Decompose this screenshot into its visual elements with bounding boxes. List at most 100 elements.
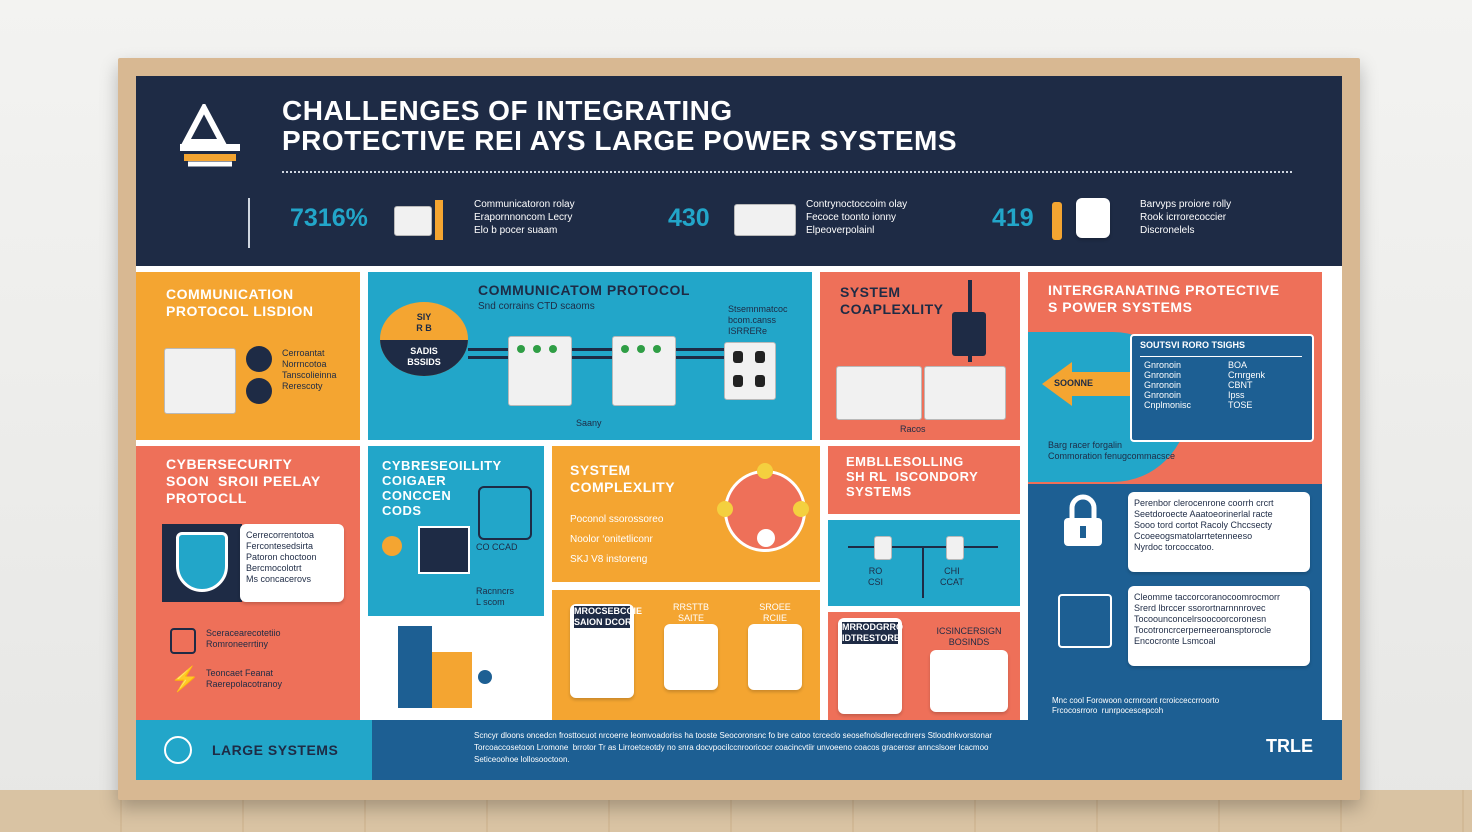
panel-subtitle: Snd corrains CTD scaoms	[478, 301, 595, 312]
building-icon	[432, 652, 472, 708]
card-line: Fercontesedsirta	[246, 541, 314, 551]
panel-building	[368, 622, 544, 714]
node-box	[946, 536, 964, 560]
card-line: Cerrecorrentotoa	[246, 530, 315, 540]
shield-document-icon	[1058, 594, 1112, 648]
doc-label: MROCSEBCOIE SAION DCOR	[574, 606, 643, 628]
footer-right-label: TRLE	[1266, 736, 1313, 756]
node-icon	[382, 536, 402, 556]
doc-card: MROCSEBCOIE SAION DCOR	[570, 604, 643, 698]
title-line-1: CHALLENGES OF INTEGRATING	[282, 95, 733, 126]
footer-text: Scncyr dloons oncedcn frosttocuot nrcoer…	[474, 731, 993, 764]
stat-3-value: 419	[992, 204, 1034, 232]
panel-title: SYSTEM COAPLEXLITY	[840, 284, 944, 317]
stat-2-value: 430	[668, 204, 710, 232]
card-line: Patoron choctoon	[246, 552, 317, 562]
panel-docs-mid: MROCSEBCOIE SAION DCOR RRSTTB SAITE SROE…	[552, 590, 820, 720]
stat-3: 419 Barvyps proiore rolly Rook icrroreco…	[992, 198, 1292, 250]
panel-title: EMBLLESOLLING SH RL ISCONDORY SYSTEMS	[846, 454, 979, 499]
gear-icon	[246, 378, 272, 404]
card-line: Ms concacerovs	[246, 574, 312, 584]
badge-bottom-text: SADIS BSSIDS	[407, 346, 441, 367]
grid-cells: Gnronoin Gnronoin Gnronoin Gnronoin Cnpl…	[1144, 360, 1191, 410]
list-item: Teoncaet Feanat Raerepolacotranoy	[206, 668, 283, 689]
security-note: Mnc cool Forowoon ocrnrcont rcroicceccrr…	[1052, 696, 1220, 715]
breaker-panel-2	[924, 366, 1006, 420]
relay-device-icon	[734, 204, 796, 236]
stat-1: 7316% Communicatoron rolay Erapornnoncom…	[290, 198, 630, 250]
grid-cell: Gnronoin	[1144, 380, 1182, 390]
doc-label: MRRODGRRO IDTRESTORE	[842, 622, 903, 644]
server-icon	[418, 526, 470, 574]
panel-comm-lesion: COMMUNICATION PROTOCOL LISDION Cerroanta…	[136, 272, 360, 440]
panel-title: CYBRESEOILLITY COIGAER CONCCEN CODS	[382, 458, 502, 518]
doc-label: SROEE RCIIE	[759, 602, 791, 623]
node-box	[874, 536, 892, 560]
grid-cell: BOA	[1228, 360, 1248, 370]
panel-system-complexity-mid: SYSTEM COMPLEXLITY Poconol ssorossoreo N…	[552, 446, 820, 582]
grid-cell: Gnronoin	[1144, 360, 1182, 370]
panel-comm-protocol: COMMUNICATOM PROTOCOL Snd corrains CTD s…	[368, 272, 812, 440]
breaker-panel-1	[836, 366, 922, 420]
system-grid-card: SOUTSVI RORO TSIGHS Gnronoin Gnronoin Gn…	[1130, 334, 1314, 442]
list-item: Noolor ‘onitetliconr	[570, 534, 653, 545]
doc-card: MRRODGRRO IDTRESTORE	[838, 618, 903, 714]
panel-caption: Barg racer forgalin Commoration fenugcom…	[1048, 440, 1176, 461]
panel-embedding-diagram: RO CSI CHI CCAT	[828, 520, 1020, 606]
arrow-left-icon	[1042, 362, 1072, 406]
shield-icon	[176, 532, 228, 592]
relay-device-1	[508, 336, 572, 406]
stat-2-caption: Contrynoctoccoim olay Fecoce toonto ionn…	[806, 199, 908, 236]
list-item: SKJ V8 instoreng	[570, 554, 648, 565]
node-label: RO CSI	[868, 566, 884, 587]
lock-icon	[1060, 494, 1106, 548]
poster: CHALLENGES OF INTEGRATING PROTECTIVE REI…	[136, 76, 1342, 780]
list-item: Poconol ssorossoreo	[570, 514, 664, 525]
node-label: CHI CCAT	[940, 566, 964, 587]
doc-card	[748, 624, 802, 690]
grid-cell: Cnplmonisc	[1144, 400, 1192, 410]
footer-body: Scncyr dloons oncedcn frosttocuot nrcoer…	[372, 720, 1342, 780]
grid-cell: Gnronoin	[1144, 370, 1182, 380]
security-card-2: Cleomme taccorcoranocoomrocmorr Srerd lb…	[1128, 586, 1310, 666]
badge-top-text: SIY R B	[416, 312, 432, 333]
complexity-network-icon	[717, 463, 809, 552]
protocol-badge: SIY R B SADIS BSSIDS	[380, 302, 468, 376]
doc-card	[664, 624, 718, 690]
list-item: Rerescoty	[282, 381, 323, 391]
panel-title: CYBERSECURITY SOON SROII PEELAY PROTOCLL	[166, 456, 321, 506]
panel-footer: Saany	[576, 418, 602, 428]
wrench-icon	[246, 346, 272, 372]
battery-icon	[1052, 202, 1062, 240]
relay-device-icon	[164, 348, 236, 414]
arrow-label: SOONNE	[1054, 378, 1094, 388]
doc-label: ICSINCERSIGN BOSINDS	[936, 626, 1002, 647]
grid-cells: BOA Crnrgenk CBNT Ipss TOSE	[1228, 360, 1265, 410]
stat-1-caption: Communicatoron rolay Erapornnoncom Lecry…	[474, 199, 575, 236]
doc-label: RRSTTB SAITE	[673, 602, 709, 623]
title-divider	[282, 171, 1292, 173]
stat-1-value: 7316%	[290, 204, 368, 232]
lightning-icon: ⚡	[170, 666, 200, 693]
panel-embedding: EMBLLESOLLING SH RL ISCONDORY SYSTEMS	[828, 446, 1020, 514]
list-item: Sceracearecotetiio Romroneerrtiny	[206, 628, 281, 649]
list-item: Cerroantat	[282, 348, 325, 358]
grid-cell: TOSE	[1228, 400, 1253, 410]
document-icon	[1076, 198, 1110, 238]
protocol-note: Stsemnmatcoc bcom.canss ISRRERe	[728, 304, 788, 336]
plug-icon	[435, 200, 443, 240]
security-note-band: Mnc cool Forowoon ocrnrcont rcroicceccrr…	[1028, 692, 1322, 720]
grid-cell: CBNT	[1228, 380, 1253, 390]
panel-docs-right: MRRODGRRO IDTRESTORE ICSINCERSIGN BOSIND…	[828, 612, 1020, 720]
tower-logo-icon	[174, 101, 246, 170]
title-line-2: PROTECTIVE REI AYS LARGE POWER SYSTEMS	[282, 125, 958, 156]
panel-title: SYSTEM COMPLEXLITY	[570, 462, 676, 495]
cyber-card: Cerrecorrentotoa Fercontesedsirta Patoro…	[240, 524, 344, 602]
footer-left: LARGE SYSTEMS	[136, 720, 372, 780]
connector-icon	[952, 312, 986, 356]
panel-footer: Racos	[900, 424, 926, 434]
list-item: Tanscolieinna	[282, 370, 337, 380]
power-plant-icon	[164, 736, 192, 764]
relay-device-icon	[394, 206, 432, 236]
panel-title: INTERGRANATING PROTECTIVE S POWER SYSTEM…	[1048, 282, 1280, 315]
